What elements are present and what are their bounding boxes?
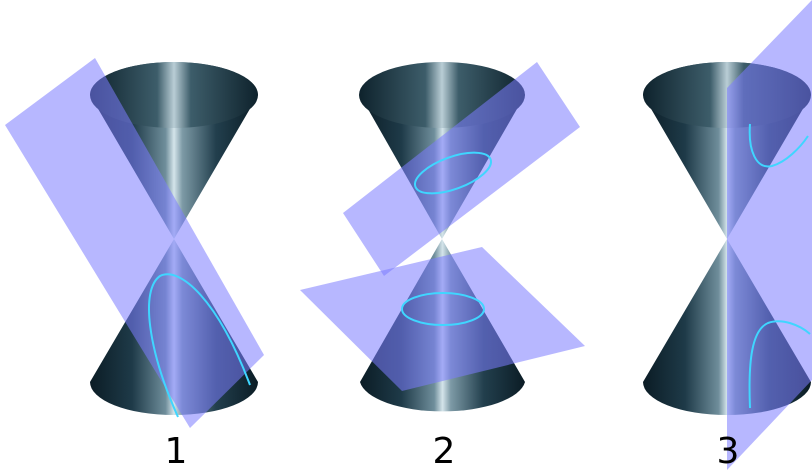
- parabola-curve: [148, 273, 251, 418]
- cone-upper: [90, 62, 258, 239]
- circle-curve: [401, 292, 485, 326]
- figure-1: [5, 58, 264, 428]
- cutting-plane-lower: [300, 247, 585, 391]
- figure-3: [643, 0, 812, 470]
- figure-2: [300, 62, 585, 412]
- figure-3-label: 3: [716, 431, 740, 472]
- ellipse-curve: [414, 151, 492, 195]
- cutting-plane: [727, 0, 812, 470]
- hyperbola-lower-branch: [748, 320, 811, 409]
- cutting-plane: [5, 58, 264, 428]
- figure-1-label: 1: [164, 431, 188, 472]
- hyperbola-upper-branch: [748, 123, 809, 168]
- figure-2-label: 2: [432, 431, 456, 472]
- cutting-plane-upper: [343, 62, 580, 276]
